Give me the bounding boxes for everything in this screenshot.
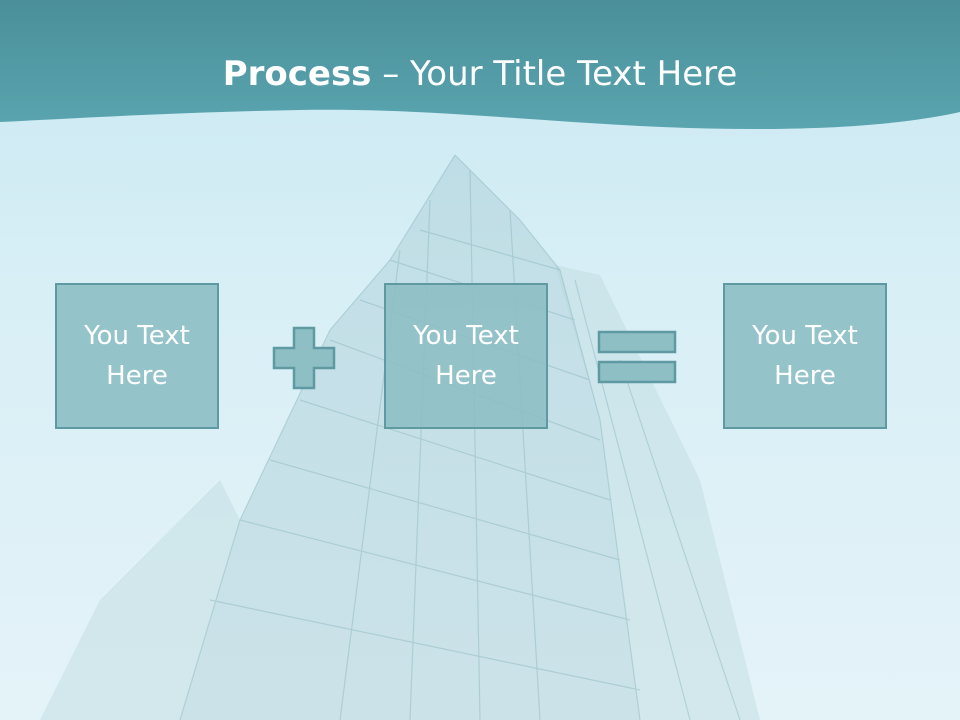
title-bold-part: Process: [222, 54, 372, 94]
equals-icon: [597, 330, 677, 384]
plus-icon: [272, 326, 336, 390]
process-box-1[interactable]: You Text Here: [55, 283, 219, 429]
header-band: [0, 0, 960, 130]
title-rest-part: – Your Title Text Here: [371, 54, 738, 94]
process-box-3-text: You Text Here: [752, 321, 858, 391]
slide-title: Process – Your Title Text Here: [0, 50, 960, 98]
process-box-3[interactable]: You Text Here: [723, 283, 887, 429]
process-box-2-text: You Text Here: [413, 321, 519, 391]
process-box-1-text: You Text Here: [84, 321, 190, 391]
process-box-2[interactable]: You Text Here: [384, 283, 548, 429]
